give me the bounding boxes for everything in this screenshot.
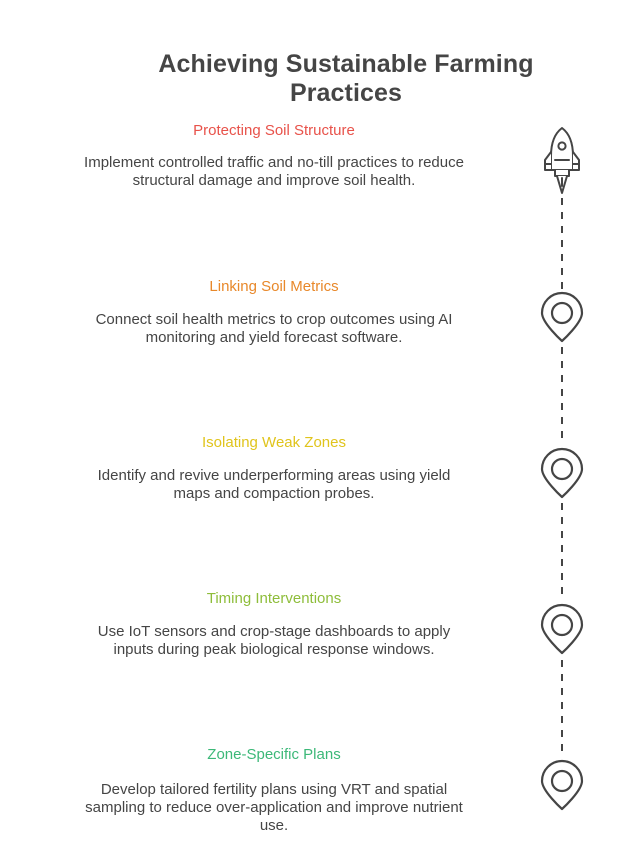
- map-pin-icon: [540, 447, 584, 499]
- step-description-isolating-weak-zones: Identify and revive underperforming area…: [97, 467, 451, 502]
- step-description-protecting-soil-structure: Implement controlled traffic and no-till…: [84, 154, 464, 189]
- rocket-icon: [544, 127, 580, 194]
- map-pin-icon: [540, 759, 584, 811]
- step-description-zone-specific-plans: Develop tailored fertility plans using V…: [85, 781, 463, 834]
- step-description-linking-soil-metrics: Connect soil health metrics to crop outc…: [95, 311, 453, 346]
- map-pin-icon: [540, 603, 584, 655]
- step-heading-zone-specific-plans: Zone-Specific Plans: [207, 746, 341, 763]
- step-heading-isolating-weak-zones: Isolating Weak Zones: [202, 434, 346, 451]
- map-pin-icon: [540, 291, 584, 343]
- step-heading-timing-interventions: Timing Interventions: [206, 590, 342, 607]
- step-description-timing-interventions: Use IoT sensors and crop-stage dashboard…: [97, 623, 451, 658]
- step-heading-protecting-soil-structure: Protecting Soil Structure: [193, 122, 355, 139]
- page-title: Achieving Sustainable Farming Practices: [158, 50, 534, 107]
- step-heading-linking-soil-metrics: Linking Soil Metrics: [209, 278, 339, 295]
